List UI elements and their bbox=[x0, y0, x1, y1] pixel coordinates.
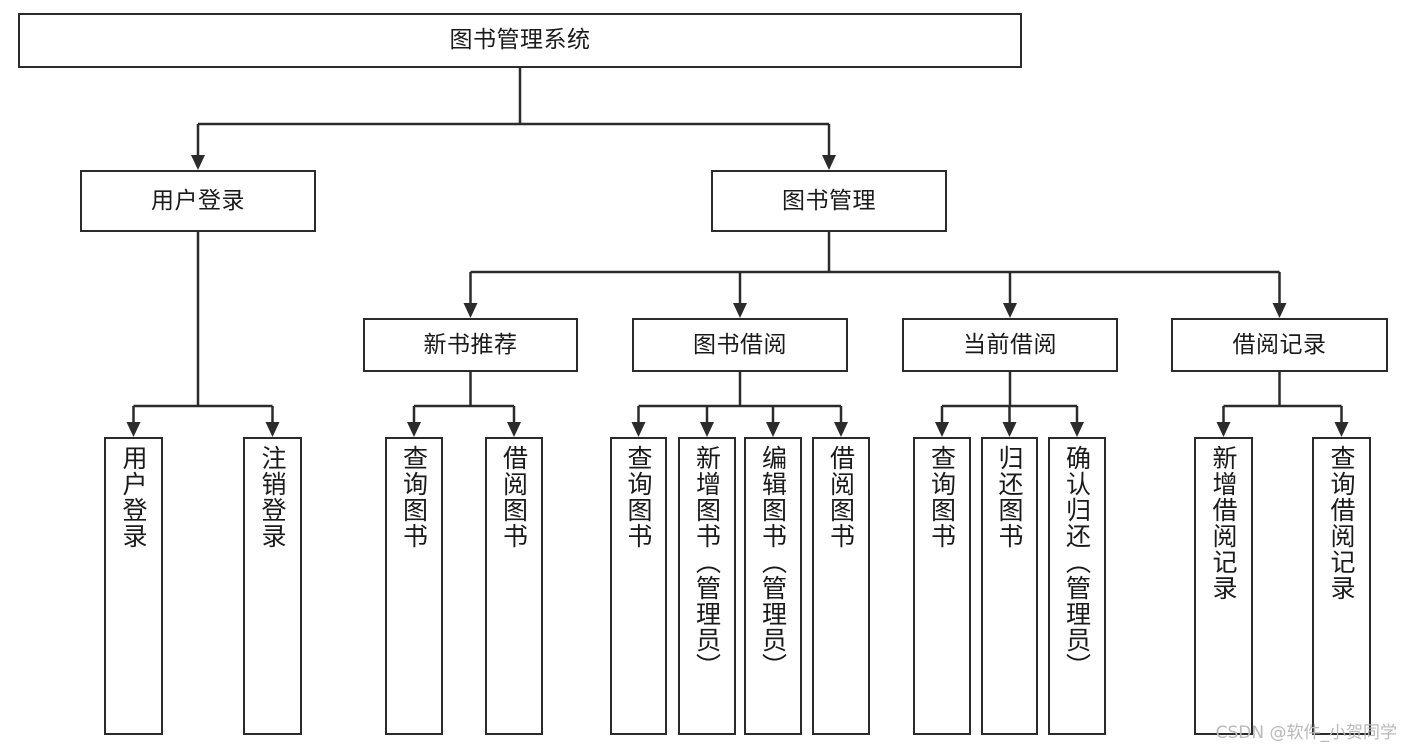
node-leaf-add-record[interactable]: 新增借阅记录 bbox=[1194, 437, 1253, 735]
node-leaf-borrow-book-1[interactable]: 借阅图书 bbox=[485, 437, 543, 735]
connector-arrowhead bbox=[1002, 422, 1017, 437]
connector-arrowhead bbox=[1216, 422, 1231, 437]
node-leaf-add-book[interactable]: 新增图书（管理员） bbox=[678, 437, 736, 735]
node-login[interactable]: 用户登录 bbox=[80, 170, 316, 232]
node-label-leaf-query-record: 查询借阅记录 bbox=[1327, 445, 1356, 601]
node-label-leaf-confirm-return: 确认归还（管理员） bbox=[1062, 445, 1092, 679]
node-leaf-query-book-1[interactable]: 查询图书 bbox=[385, 437, 443, 735]
node-label-leaf-query-book-3: 查询图书 bbox=[927, 445, 957, 549]
connector-arrowhead bbox=[733, 303, 747, 318]
node-label-root: 图书管理系统 bbox=[449, 27, 591, 54]
node-label-borrow: 图书借阅 bbox=[693, 331, 787, 358]
node-leaf-query-book-3[interactable]: 查询图书 bbox=[913, 437, 971, 735]
node-leaf-logout[interactable]: 注销登录 bbox=[243, 437, 302, 735]
connector-arrowhead bbox=[507, 422, 521, 437]
watermark: CSDN @软件_小贺同学 bbox=[1215, 723, 1397, 743]
connector-arrowhead bbox=[1334, 422, 1349, 437]
node-label-leaf-borrow-book-1: 借阅图书 bbox=[499, 445, 529, 549]
connector-arrowhead bbox=[1003, 303, 1017, 318]
connector-arrowhead bbox=[834, 422, 848, 437]
node-leaf-user-login[interactable]: 用户登录 bbox=[104, 437, 163, 735]
connector-arrowhead bbox=[631, 422, 646, 437]
node-leaf-borrow-book-2[interactable]: 借阅图书 bbox=[812, 437, 870, 735]
connector-arrowhead bbox=[1070, 422, 1084, 437]
connector-arrowhead bbox=[265, 422, 280, 437]
node-label-login: 用户登录 bbox=[151, 187, 245, 214]
connector-arrowhead bbox=[700, 422, 714, 437]
node-label-leaf-query-book-2: 查询图书 bbox=[624, 445, 653, 549]
node-label-current: 当前借阅 bbox=[963, 331, 1057, 358]
node-borrow[interactable]: 图书借阅 bbox=[632, 318, 848, 372]
node-label-leaf-query-book-1: 查询图书 bbox=[399, 445, 429, 549]
node-label-bookmgmt: 图书管理 bbox=[782, 187, 876, 214]
node-label-newbook: 新书推荐 bbox=[423, 331, 518, 358]
connector-arrowhead bbox=[935, 422, 949, 437]
connector-arrowhead bbox=[1272, 303, 1287, 318]
connector-arrowhead bbox=[463, 303, 478, 318]
connector-arrowhead bbox=[766, 422, 780, 437]
connector-arrowhead bbox=[407, 422, 421, 437]
connector-arrowhead bbox=[191, 155, 205, 170]
node-label-leaf-borrow-book-2: 借阅图书 bbox=[826, 445, 856, 549]
connector-arrowhead bbox=[126, 422, 141, 437]
node-label-leaf-user-login: 用户登录 bbox=[119, 445, 148, 549]
node-leaf-query-book-2[interactable]: 查询图书 bbox=[610, 437, 667, 735]
node-records[interactable]: 借阅记录 bbox=[1171, 318, 1388, 372]
node-leaf-return-book[interactable]: 归还图书 bbox=[981, 437, 1038, 735]
node-bookmgmt[interactable]: 图书管理 bbox=[711, 170, 947, 232]
node-label-leaf-add-book: 新增图书（管理员） bbox=[692, 445, 722, 679]
node-label-leaf-edit-book: 编辑图书（管理员） bbox=[758, 445, 788, 679]
node-leaf-edit-book[interactable]: 编辑图书（管理员） bbox=[744, 437, 802, 735]
node-root[interactable]: 图书管理系统 bbox=[18, 13, 1022, 68]
node-newbook[interactable]: 新书推荐 bbox=[363, 318, 578, 372]
node-leaf-confirm-return[interactable]: 确认归还（管理员） bbox=[1048, 437, 1106, 735]
connector-arrowhead bbox=[822, 155, 836, 170]
node-leaf-query-record[interactable]: 查询借阅记录 bbox=[1312, 437, 1371, 735]
node-label-leaf-add-record: 新增借阅记录 bbox=[1209, 445, 1238, 601]
node-label-leaf-return-book: 归还图书 bbox=[995, 445, 1024, 549]
node-current[interactable]: 当前借阅 bbox=[902, 318, 1118, 372]
node-label-leaf-logout: 注销登录 bbox=[258, 445, 287, 549]
node-label-records: 借阅记录 bbox=[1232, 331, 1327, 358]
